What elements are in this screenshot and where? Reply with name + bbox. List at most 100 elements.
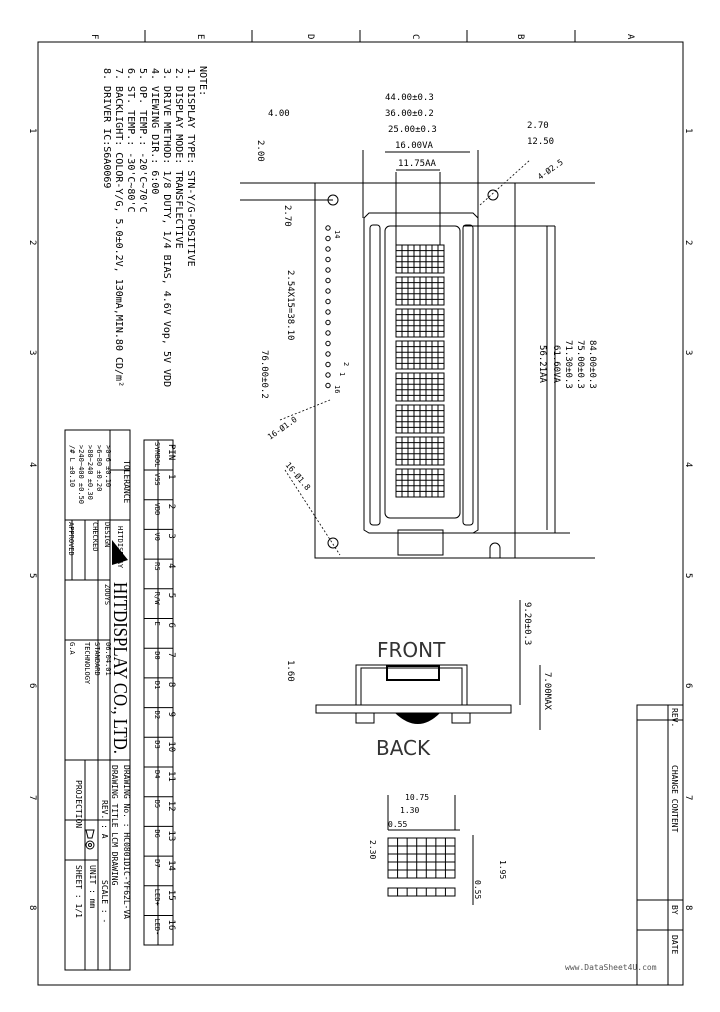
pin-pad xyxy=(325,246,331,252)
tolerance-label: TOLERANCE xyxy=(122,460,131,504)
pin-pad xyxy=(325,267,331,273)
front-label: FRONT xyxy=(377,638,446,662)
pin-header: PIN xyxy=(166,444,176,460)
svg-text:CHECKED: CHECKED xyxy=(91,522,99,552)
pin-pad xyxy=(325,288,331,294)
viewing-area xyxy=(384,225,461,519)
svg-text:4: 4 xyxy=(27,462,37,467)
pin-number: 7 xyxy=(166,652,176,657)
pin-table: PIN SYMBOL 1VSS2VDD3V04RS5R/W6E7D08D19D2… xyxy=(143,439,176,946)
pin-symbol: D2 xyxy=(153,711,161,719)
pin-number: 12 xyxy=(166,801,176,812)
character-cell xyxy=(395,276,445,306)
svg-text:16-Ø1.0: 16-Ø1.0 xyxy=(265,414,299,442)
pin-number: 5 xyxy=(166,593,176,598)
pin-symbol: R/W xyxy=(153,592,161,605)
svg-text:2.30: 2.30 xyxy=(368,840,377,859)
svg-text:7: 7 xyxy=(27,795,37,800)
pin-number: 4 xyxy=(166,563,176,568)
svg-text:3: 3 xyxy=(683,350,693,355)
pin-pad xyxy=(325,256,331,263)
tolerance-row: /# L ±0.10 xyxy=(68,445,76,487)
symbol-header: SYMBOL xyxy=(153,442,161,467)
company-name: HITDISPLAY CO., LTD. xyxy=(109,582,131,754)
svg-text:6: 6 xyxy=(683,683,693,688)
svg-text:4-Ø2.5: 4-Ø2.5 xyxy=(535,157,565,182)
company-logo: HITDISPLAY xyxy=(112,526,128,569)
svg-text:16: 16 xyxy=(333,385,341,393)
svg-text:REV.: REV. xyxy=(670,708,679,727)
svg-text:7: 7 xyxy=(683,795,693,800)
tolerance-row: >0~6 ±0.10 xyxy=(104,445,112,487)
svg-text:1: 1 xyxy=(683,128,693,133)
svg-text:2: 2 xyxy=(683,240,693,245)
svg-text:5: 5 xyxy=(27,573,37,578)
dot-matrix xyxy=(387,837,456,879)
svg-text:F: F xyxy=(89,34,99,39)
svg-text:6: 6 xyxy=(27,683,37,688)
svg-text:C: C xyxy=(410,34,420,39)
pin-pad xyxy=(325,382,331,389)
pin-number: 16 xyxy=(166,920,176,931)
svg-text:1: 1 xyxy=(27,128,37,133)
pin-number: 6 xyxy=(166,623,176,628)
svg-text:2.00: 2.00 xyxy=(255,140,265,162)
pcb-outline xyxy=(314,182,516,559)
pin-pad xyxy=(325,372,331,378)
note-item: 5. OP. TEMP.: -20'C~70'C xyxy=(137,68,148,213)
zone-numbers-left: 1 2 3 4 5 6 7 8 xyxy=(27,128,37,910)
notes-heading: NOTE: xyxy=(197,66,208,96)
svg-text:1.30: 1.30 xyxy=(400,806,419,815)
character-cell xyxy=(395,340,445,370)
note-item: 7. BACKLIGHT: COLOR-Y/G, 5.0±0.2V, 130mA… xyxy=(113,68,124,387)
unit: UNIT : mm xyxy=(88,865,97,909)
svg-text:STANDARD: STANDARD xyxy=(93,642,101,676)
pin-pad xyxy=(325,340,331,347)
backlight-tab xyxy=(397,529,444,556)
title-block: TOLERANCE >0~6 ±0.10 >6~80 ±0.20 >80~240… xyxy=(64,429,131,971)
drawing-number: DRAWING No. : HC0801DIC-YF62L-VA xyxy=(122,765,131,919)
character-cell xyxy=(395,372,445,402)
svg-text:BY: BY xyxy=(670,905,679,915)
pin-number: 1 xyxy=(166,474,176,479)
svg-text:B: B xyxy=(515,34,525,39)
svg-text:06.04.01: 06.04.01 xyxy=(104,642,112,676)
pin-pad xyxy=(325,330,331,336)
svg-text:HITDISPLAY: HITDISPLAY xyxy=(116,526,124,569)
pin-symbol: LED+ xyxy=(153,889,161,906)
pin-number: 2 xyxy=(166,504,176,509)
svg-text:71.30±0.3: 71.30±0.3 xyxy=(563,340,573,389)
svg-text:56.21AA: 56.21AA xyxy=(537,345,547,384)
zone-numbers-right: 1 2 3 4 5 6 7 8 xyxy=(683,128,693,910)
svg-text:2.54X15=38.10: 2.54X15=38.10 xyxy=(285,270,295,340)
pin-pad xyxy=(325,298,331,305)
svg-text:2: 2 xyxy=(342,362,350,366)
projection-symbol-icon xyxy=(85,829,95,850)
pin-symbol: E xyxy=(153,622,161,626)
svg-text:4: 4 xyxy=(683,462,693,467)
zone-letters-top: F E D C B A xyxy=(89,30,635,42)
svg-text:A: A xyxy=(625,34,635,40)
pin-symbol: VSS xyxy=(153,473,161,486)
connector-pins xyxy=(325,225,331,389)
note-item: 4. VIEWING DIR.: 6:00 xyxy=(149,68,160,194)
svg-text:61.60VA: 61.60VA xyxy=(551,345,561,384)
pin-symbol: LED- xyxy=(153,919,161,936)
pin-pad xyxy=(325,235,331,242)
svg-text:5: 5 xyxy=(683,573,693,578)
pin-pad xyxy=(325,351,331,357)
pin-symbol: D7 xyxy=(153,859,161,867)
character-cell xyxy=(395,404,445,434)
svg-text:25.00±0.3: 25.00±0.3 xyxy=(388,125,437,135)
note-item: 1. DISPLAY TYPE: STN-Y/G-POSITIVE xyxy=(185,68,196,267)
pin-number: 8 xyxy=(166,682,176,687)
pin-symbol: D5 xyxy=(153,800,161,808)
sheet-number: SHEET : 1/1 xyxy=(74,865,83,918)
character-cell xyxy=(395,244,445,274)
svg-text:DATE: DATE xyxy=(670,935,679,954)
svg-text:1.95: 1.95 xyxy=(498,860,507,879)
character-cell xyxy=(395,308,445,338)
svg-text:8: 8 xyxy=(683,905,693,910)
notes-block: NOTE: 1. DISPLAY TYPE: STN-Y/G-POSITIVE … xyxy=(101,66,208,387)
pin-symbol: D0 xyxy=(153,651,161,659)
